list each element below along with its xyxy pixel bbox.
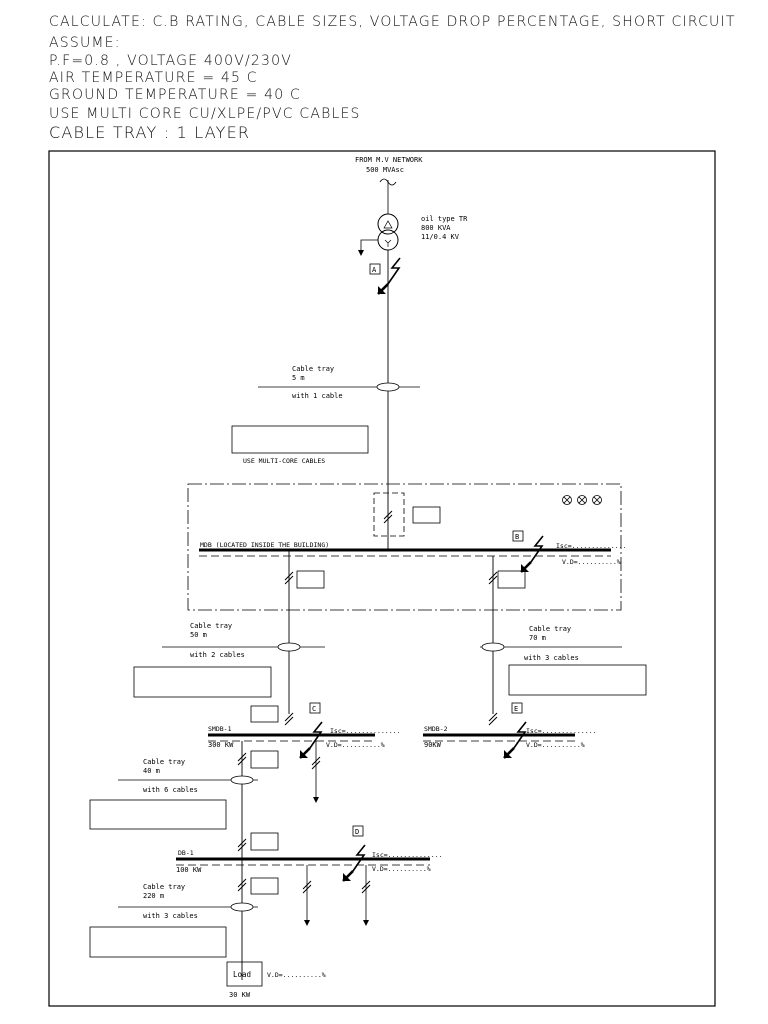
- header-line-6: USE MULTI CORE CU/XLPE/PVC CABLES: [49, 106, 361, 122]
- source-rating: 500 MVAsc: [366, 166, 404, 174]
- transformer-rating: 800 KVA: [421, 224, 451, 232]
- drawing-frame: [48, 150, 716, 1007]
- header-line-4: AIR TEMPERATURE = 45 C: [49, 70, 258, 86]
- db1-isc: Isc=..............: [372, 851, 442, 859]
- source-label: FROM M.V NETWORK: [355, 156, 423, 164]
- cable5-count: with 3 cables: [143, 912, 198, 920]
- cable4-label: Cable tray: [143, 758, 185, 766]
- smdb1-isc: Isc=..............: [330, 727, 400, 735]
- cable5-tray-marker: [230, 902, 254, 912]
- cable3-label: Cable tray: [529, 625, 571, 633]
- smdb2-isc: Isc=..............: [526, 727, 596, 735]
- transformer-voltage: 11/0.4 KV: [421, 233, 460, 241]
- feeder-smdb1-rating-box[interactable]: [296, 570, 325, 589]
- cable4-count: with 6 cables: [143, 786, 198, 794]
- cable1-tray-marker: [376, 382, 400, 392]
- cable2-answer-box[interactable]: [133, 666, 272, 698]
- smdb2-vd: V.D=..........%: [526, 741, 585, 749]
- smdb1-incomer-breaker: [284, 712, 294, 726]
- db1-incomer-rating-box[interactable]: [250, 832, 279, 851]
- feeder-smdb2-rating-box[interactable]: [497, 570, 526, 589]
- header-line-3: P.F=0.8 , VOLTAGE 400V/230V: [49, 53, 292, 69]
- db1-spare-arrow-1: [304, 920, 310, 926]
- cable5-length: 220 m: [143, 892, 164, 900]
- mdb-vd: V.D=..........%: [562, 558, 621, 566]
- cable5-label: Cable tray: [143, 883, 185, 891]
- load-box: [226, 961, 263, 987]
- cable3-answer-box[interactable]: [508, 664, 647, 696]
- cable1-note: USE MULTI-CORE CABLES: [243, 457, 325, 465]
- fault-a-bolt: [376, 256, 402, 296]
- fault-point-c: C: [312, 705, 316, 713]
- cable1-answer-box[interactable]: [231, 425, 369, 454]
- smdb2-name: SMDB-2: [424, 725, 448, 733]
- transformer-type: oil type TR: [421, 215, 468, 223]
- fault-c-bolt: [298, 720, 324, 760]
- transformer-symbol: [358, 213, 399, 256]
- db1-spare-arrow-2: [363, 920, 369, 926]
- cable2-label: Cable tray: [190, 622, 232, 630]
- cable1-length: 5 m: [292, 374, 305, 382]
- header-line-7: CABLE TRAY : 1 LAYER: [49, 123, 250, 142]
- smdb1-name: SMDB-1: [208, 725, 232, 733]
- feeder-db1-rating-box[interactable]: [250, 750, 279, 769]
- mdb-incomer-enclosure: [373, 492, 405, 537]
- smdb2-load: 90KW: [424, 741, 442, 749]
- load-power: 30 KW: [229, 991, 251, 999]
- load-vd: V.D=..........%: [267, 971, 326, 979]
- smdb1-vd: V.D=..........%: [326, 741, 385, 749]
- smdb1-spare-arrow: [313, 797, 319, 803]
- feeder-load-rating-box[interactable]: [250, 877, 279, 895]
- fault-point-b: B: [515, 533, 519, 541]
- smdb2-incomer-breaker: [488, 712, 498, 726]
- header-line-1: CALCULATE: C.B RATING, CABLE SIZES, VOLT…: [49, 14, 736, 30]
- fault-point-c-box: [309, 702, 321, 714]
- fault-point-d: D: [355, 828, 359, 836]
- cable2-length: 50 m: [190, 631, 207, 639]
- cable2-count: with 2 cables: [190, 651, 245, 659]
- mdb-label: MDB (LOCATED INSIDE THE BUILDING): [200, 541, 329, 549]
- header-line-2: ASSUME:: [49, 35, 121, 51]
- header-line-5: GROUND TEMPERATURE = 40 C: [49, 87, 301, 103]
- smdb1-load: 300 KW: [208, 741, 234, 749]
- cable4-length: 40 m: [143, 767, 160, 775]
- fault-b-bolt: [519, 534, 545, 574]
- fault-point-e-box: [511, 702, 523, 714]
- cable3-length: 70 m: [529, 634, 546, 642]
- cable1-label: Cable tray: [292, 365, 334, 373]
- db1-load: 100 KW: [176, 866, 202, 874]
- cable2-tray-marker: [277, 642, 301, 652]
- fault-point-b-box: [512, 530, 524, 542]
- fault-point-d-box: [352, 825, 364, 837]
- db1-name: DB-1: [178, 849, 194, 857]
- cable3-count: with 3 cables: [524, 654, 579, 662]
- cable3-tray-marker: [481, 642, 505, 652]
- load-label: Load: [233, 970, 251, 979]
- mdb-isc: Isc=..............: [556, 542, 626, 550]
- mdb-enclosure: [187, 483, 622, 611]
- fault-point-a: A: [372, 266, 377, 274]
- fault-point-e: E: [514, 705, 518, 713]
- fault-point-a-box: [369, 263, 381, 275]
- cable5-answer-box[interactable]: [89, 926, 227, 958]
- header: CALCULATE: C.B RATING, CABLE SIZES, VOLT…: [49, 14, 736, 142]
- cable4-answer-box[interactable]: [89, 799, 227, 830]
- smdb1-incomer-rating-box[interactable]: [250, 705, 279, 723]
- fault-e-bolt: [502, 720, 528, 760]
- cable4-tray-marker: [230, 775, 254, 785]
- cable1-count: with 1 cable: [292, 392, 343, 400]
- fault-d-bolt: [341, 843, 367, 883]
- indicator-lamps: [562, 495, 602, 505]
- db1-vd: V.D=..........%: [372, 865, 431, 873]
- mdb-incomer-rating-box[interactable]: [412, 506, 441, 524]
